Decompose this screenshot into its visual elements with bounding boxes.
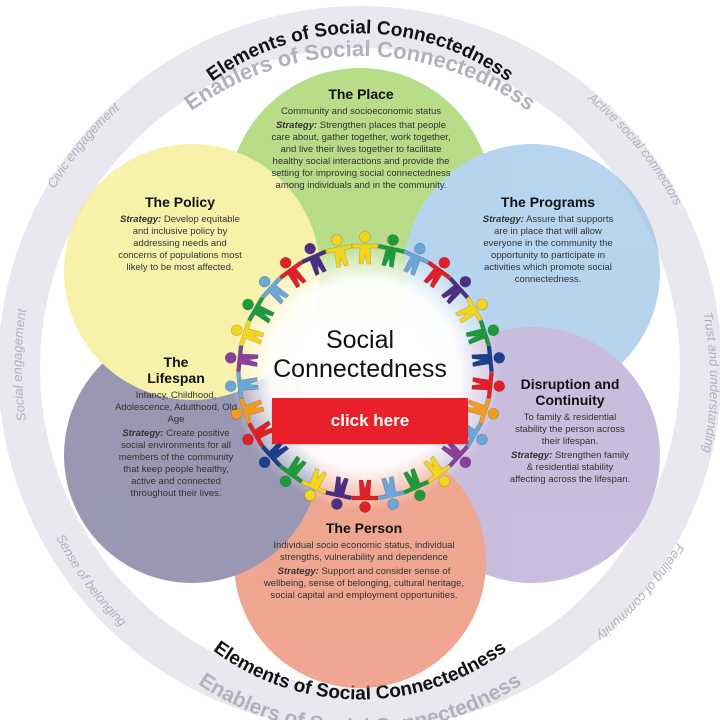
center-title-line1: Social	[325, 326, 395, 354]
disruption-text: Disruption and Continuity To family & re…	[508, 376, 632, 486]
person-figure	[300, 242, 327, 277]
disruption-title: Disruption and Continuity	[520, 376, 620, 408]
person-figure	[230, 319, 265, 347]
people-chain	[225, 231, 505, 513]
person-figure	[325, 234, 353, 268]
person-figure	[440, 439, 472, 469]
person-text: The Person Individual socio economic sta…	[256, 520, 472, 602]
person-subtitle: Individual socio economic status, indivi…	[273, 540, 455, 563]
social-engagement-label: Social engagement	[10, 306, 30, 422]
person-figure	[278, 257, 307, 289]
place-title: The Place	[328, 86, 394, 102]
person-figure	[300, 467, 327, 502]
person-figure	[440, 275, 472, 305]
place-strategy: Strengthen places that people care about…	[271, 120, 451, 191]
person-figure	[471, 345, 505, 373]
disruption-subtitle: To family & residential stability the pe…	[515, 412, 625, 447]
person-title: The Person	[325, 520, 403, 536]
person-figure	[351, 231, 379, 265]
lifespan-title: The Lifespan	[147, 354, 205, 386]
lifespan-subtitle: Infancy, Childhood, Adolescence, Adultho…	[114, 390, 237, 425]
person-figure	[258, 439, 290, 469]
programs-title: The Programs	[500, 194, 596, 210]
person-strategy-label: Strategy:	[277, 566, 319, 577]
person-figure	[471, 371, 505, 399]
person-figure	[403, 467, 430, 502]
person-figure	[403, 242, 430, 277]
programs-strategy-label: Strategy:	[482, 214, 524, 225]
programs-strategy: Assure that supports are in place that w…	[483, 214, 614, 285]
policy-text: The Policy Strategy: Develop equitable a…	[118, 194, 242, 274]
person-figure	[225, 371, 259, 399]
person-figure	[278, 455, 307, 487]
policy-strategy: Develop equitable and inclusive policy b…	[118, 214, 242, 273]
person-figure	[465, 319, 500, 347]
person-figure	[465, 397, 500, 425]
place-subtitle: Community and socioeconomic status	[281, 106, 441, 117]
person-figure	[230, 397, 265, 425]
person-figure	[351, 479, 379, 513]
person-figure	[377, 476, 405, 510]
center-title-line2: Connectedness	[273, 355, 447, 383]
disruption-strategy: Strengthen family & residential stabilit…	[509, 450, 631, 485]
person-figure	[325, 476, 353, 510]
lifespan-strategy-label: Strategy:	[122, 428, 164, 439]
disruption-strategy-label: Strategy:	[511, 450, 553, 461]
person-figure	[258, 275, 290, 305]
person-figure	[423, 257, 452, 289]
place-strategy-label: Strategy:	[275, 120, 318, 131]
lifespan-text: The Lifespan Infancy, Childhood, Adolesc…	[112, 354, 240, 500]
person-figure	[242, 296, 275, 324]
center-title: Social Connectedness	[250, 326, 470, 384]
person-figure	[423, 455, 452, 487]
policy-title: The Policy	[144, 194, 216, 210]
person-figure	[225, 345, 259, 373]
place-text: The Place Community and socioeconomic st…	[268, 86, 454, 192]
person-figure	[455, 296, 488, 324]
policy-strategy-label: Strategy:	[120, 214, 162, 225]
programs-text: The Programs Strategy: Assure that suppo…	[480, 194, 616, 286]
click-here-button[interactable]: click here	[272, 398, 468, 444]
person-strategy: Support and consider sense of wellbeing,…	[263, 566, 465, 601]
person-figure	[242, 420, 275, 448]
person-figure	[377, 234, 405, 268]
lifespan-strategy: Create positive social environments for …	[118, 428, 234, 499]
